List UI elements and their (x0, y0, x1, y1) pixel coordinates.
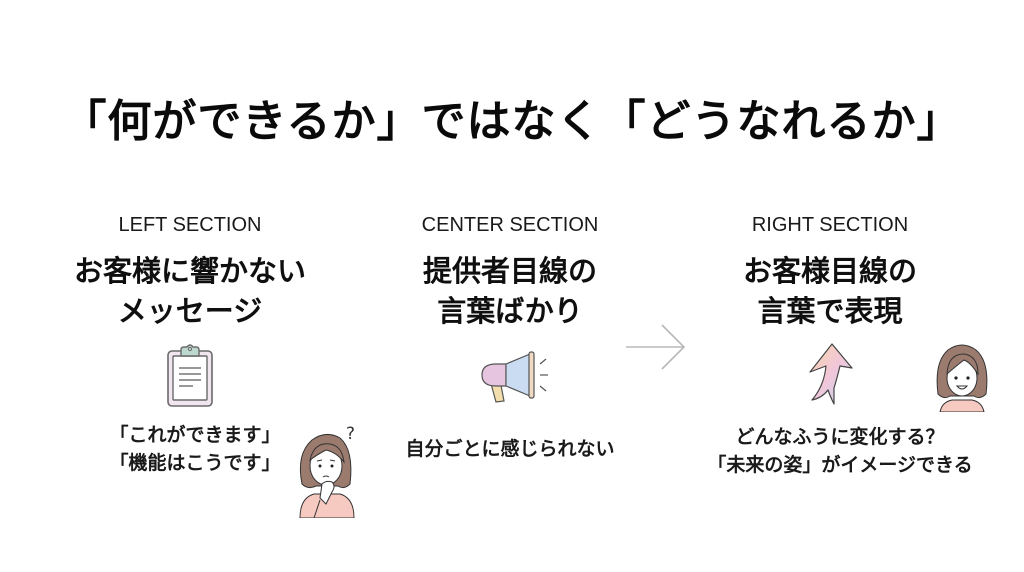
right-section-heading: お客様目線の 言葉で表現 (700, 251, 960, 331)
megaphone-icon (481, 351, 548, 403)
right-section-caption: どんなふうに変化する？ 「未来の姿」がイメージできる (680, 423, 1000, 479)
right-section-label: RIGHT SECTION (751, 214, 909, 236)
right-heading-line1: お客様目線の (742, 254, 917, 288)
left-section-caption: 「これができます」 「機能はこうです」 (90, 421, 300, 477)
question-mark-icon: ? (346, 424, 356, 444)
left-caption-line1: 「これができます」 (109, 424, 281, 446)
right-arrow-icon (626, 324, 686, 370)
smiling-woman-icon (936, 344, 988, 412)
confused-woman-icon (299, 434, 355, 518)
upward-arrow-icon (809, 343, 853, 405)
slide-title: 「何ができるか」ではなく「どうなれるか」 (62, 96, 962, 147)
center-section-heading: 提供者目線の 言葉ばかり (380, 251, 640, 331)
center-section-label: CENTER SECTION (421, 214, 599, 236)
right-heading-line2: 言葉で表現 (757, 294, 903, 328)
center-section-caption: 自分ごとに感じられない (380, 435, 640, 463)
right-caption-line2: 「未来の姿」がイメージできる (707, 454, 973, 476)
left-section-label: LEFT SECTION (118, 214, 262, 236)
left-heading-line1: お客様に響かない (73, 254, 306, 288)
left-section-heading: お客様に響かない メッセージ (40, 251, 340, 331)
clipboard-icon (167, 344, 213, 407)
right-caption-line1: どんなふうに変化する？ (735, 426, 945, 448)
left-heading-line2: メッセージ (117, 294, 263, 328)
left-caption-line2: 「機能はこうです」 (109, 452, 281, 474)
center-heading-line2: 言葉ばかり (437, 294, 583, 328)
center-heading-line1: 提供者目線の (422, 254, 597, 288)
center-caption-line1: 自分ごとに感じられない (405, 438, 615, 460)
